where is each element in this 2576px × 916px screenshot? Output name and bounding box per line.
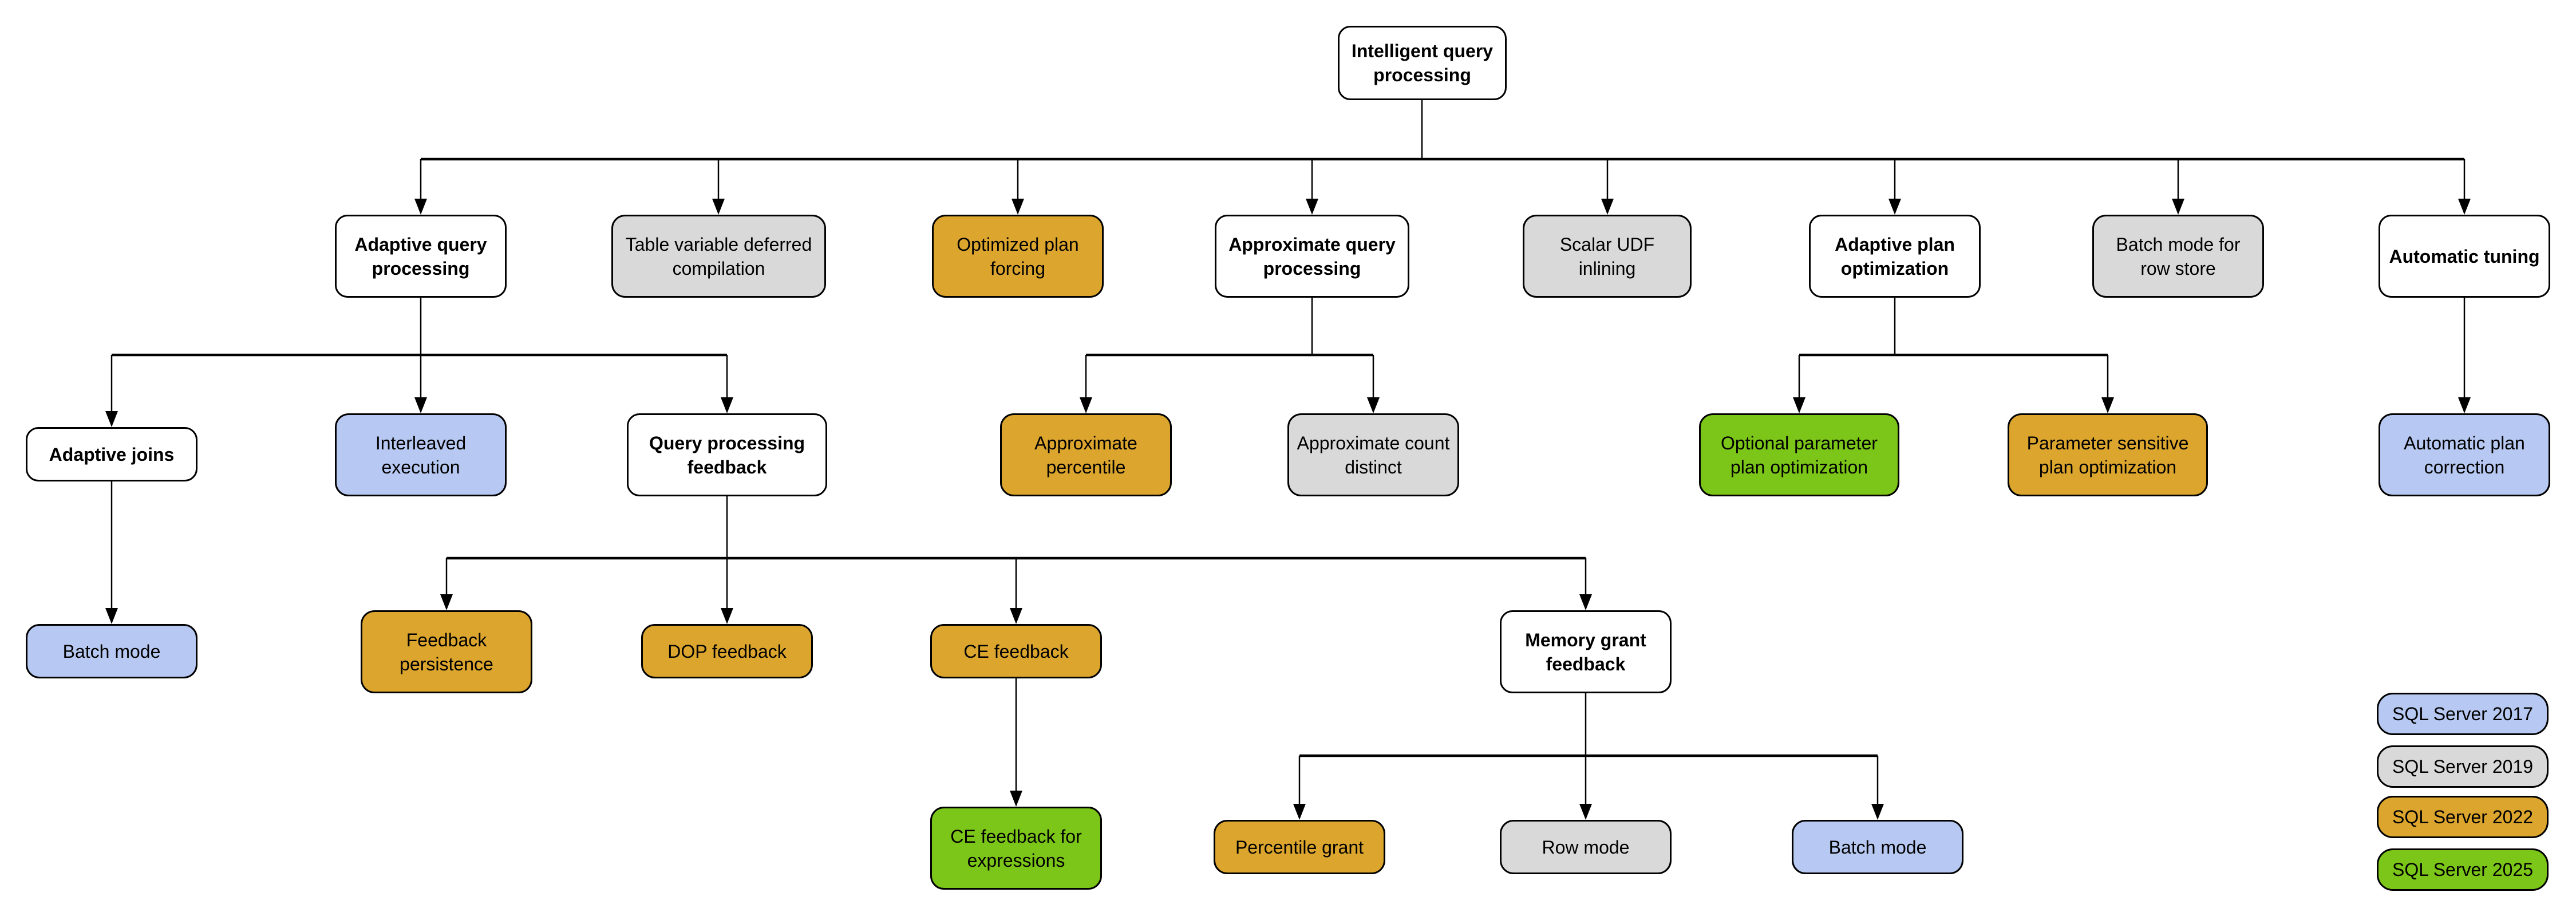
node-label: Adaptive joins <box>49 444 175 465</box>
arrowhead-icon <box>2101 397 2114 413</box>
node-label: CE feedback for expressions <box>950 826 1082 871</box>
legend-item-2025: SQL Server 2025 <box>2377 848 2549 891</box>
arrowhead-icon <box>721 397 733 413</box>
arrowhead-icon <box>1888 199 1901 215</box>
arrowhead-icon <box>105 411 118 427</box>
node-pspo: Parameter sensitive plan optimization <box>2008 413 2208 496</box>
node-oppo: Optional parameter plan optimization <box>1699 413 1899 496</box>
node-pg: Percentile grant <box>1214 820 1385 874</box>
node-label: Memory grant feedback <box>1525 629 1646 674</box>
arrowhead-icon <box>1306 199 1318 215</box>
arrowhead-icon <box>414 397 427 413</box>
node-label: Table variable deferred compilation <box>625 234 812 279</box>
node-ap: Approximate percentile <box>1000 413 1172 496</box>
arrowhead-icon <box>1579 594 1592 610</box>
arrowhead-icon <box>712 199 725 215</box>
node-bm2: Batch mode <box>1792 820 1963 874</box>
node-fp: Feedback persistence <box>361 610 532 693</box>
node-label: Scalar UDF inlining <box>1559 234 1655 279</box>
arrowhead-icon <box>2458 199 2471 215</box>
node-label: Interleaved execution <box>375 432 467 477</box>
legend-item-2022: SQL Server 2022 <box>2377 796 2549 838</box>
arrowhead-icon <box>721 608 733 624</box>
node-axqp: Approximate query processing <box>1215 215 1409 298</box>
node-cef: CE feedback <box>930 624 1102 678</box>
node-apc: Automatic plan correction <box>2379 413 2550 496</box>
arrowhead-icon <box>1871 804 1884 820</box>
node-rm: Row mode <box>1500 820 1672 874</box>
node-root: Intelligent query processing <box>1338 26 1507 100</box>
node-acd: Approximate count distinct <box>1287 413 1459 496</box>
node-label: Automatic tuning <box>2389 246 2540 267</box>
node-label: Approximate query processing <box>1228 234 1396 279</box>
legend-label: SQL Server 2017 <box>2392 703 2534 724</box>
arrowhead-icon <box>1293 804 1306 820</box>
arrowhead-icon <box>1080 397 1092 413</box>
node-bm1: Batch mode <box>26 624 197 678</box>
arrowhead-icon <box>1367 397 1380 413</box>
node-label: DOP feedback <box>667 641 787 662</box>
node-at: Automatic tuning <box>2379 215 2550 298</box>
node-label: Automatic plan correction <box>2404 432 2525 477</box>
node-label: Optimized plan forcing <box>957 234 1079 279</box>
node-ie: Interleaved execution <box>335 413 507 496</box>
arrowhead-icon <box>1010 608 1022 624</box>
node-label: CE feedback <box>963 641 1069 662</box>
node-label: Approximate percentile <box>1034 432 1137 477</box>
arrowhead-icon <box>1793 397 1805 413</box>
node-bmrs: Batch mode for row store <box>2092 215 2264 298</box>
node-aqp: Adaptive query processing <box>335 215 507 298</box>
node-mgf: Memory grant feedback <box>1500 610 1672 693</box>
node-label: Percentile grant <box>1235 836 1364 858</box>
node-label: Adaptive plan optimization <box>1835 234 1955 279</box>
node-opf: Optimized plan forcing <box>932 215 1104 298</box>
node-aj: Adaptive joins <box>26 427 197 481</box>
node-label: Parameter sensitive plan optimization <box>2026 432 2189 477</box>
node-label: Optional parameter plan optimization <box>1721 432 1878 477</box>
arrowhead-icon <box>1010 791 1022 807</box>
arrowhead-icon <box>105 608 118 624</box>
legend-item-2017: SQL Server 2017 <box>2377 693 2549 735</box>
arrowhead-icon <box>1601 199 1614 215</box>
node-label: Intelligent query processing <box>1351 41 1494 85</box>
node-label: Feedback persistence <box>400 629 493 674</box>
node-label: Batch mode <box>62 641 161 662</box>
node-cefe: CE feedback for expressions <box>930 807 1102 890</box>
legend-label: SQL Server 2022 <box>2392 806 2534 827</box>
node-qpf: Query processing feedback <box>627 413 827 496</box>
node-label: Batch mode <box>1828 836 1927 858</box>
node-dop: DOP feedback <box>641 624 813 678</box>
node-label: Query processing feedback <box>649 432 805 477</box>
node-apo: Adaptive plan optimization <box>1809 215 1981 298</box>
arrowhead-icon <box>414 199 427 215</box>
node-label: Batch mode for row store <box>2116 234 2241 279</box>
arrowhead-icon <box>2458 397 2471 413</box>
node-label: Adaptive query processing <box>354 234 487 279</box>
node-tvdc: Table variable deferred compilation <box>611 215 826 298</box>
node-sudf: Scalar UDF inlining <box>1523 215 1692 298</box>
legend-label: SQL Server 2025 <box>2392 859 2534 880</box>
arrowhead-icon <box>1579 804 1592 820</box>
arrowhead-icon <box>1012 199 1024 215</box>
legend-item-2019: SQL Server 2019 <box>2377 745 2549 788</box>
node-label: Row mode <box>1542 836 1630 858</box>
arrowhead-icon <box>2172 199 2184 215</box>
legend-label: SQL Server 2019 <box>2392 756 2534 777</box>
node-label: Approximate count distinct <box>1297 432 1450 477</box>
arrowhead-icon <box>440 594 453 610</box>
